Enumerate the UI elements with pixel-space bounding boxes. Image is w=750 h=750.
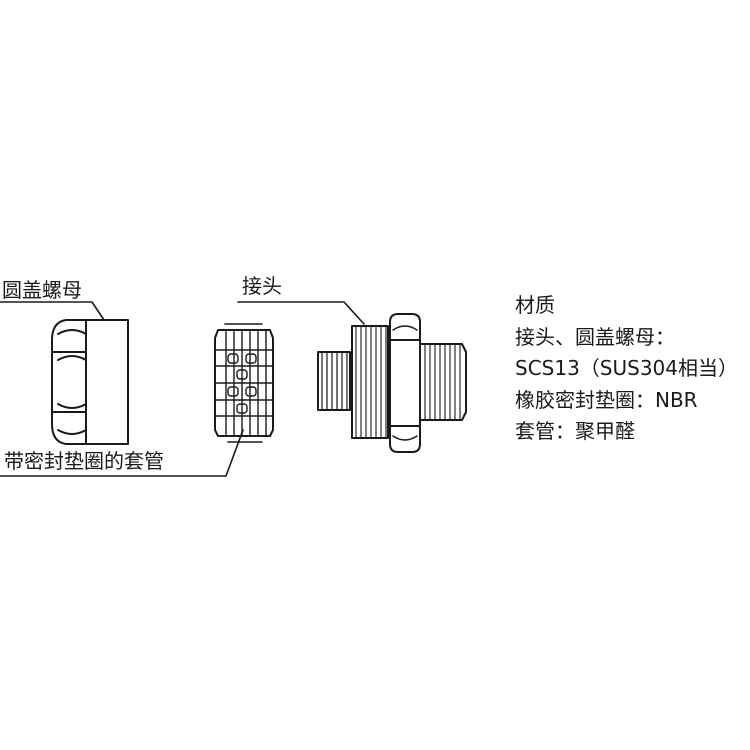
spec-line: SCS13（SUS304相当） (515, 356, 739, 380)
cap-nut-leader (0, 301, 105, 321)
sleeve-with-gasket (214, 323, 274, 443)
spec-line: 接头、圆盖螺母： (515, 324, 675, 349)
spec-line: 套管：聚甲醛 (515, 419, 635, 443)
fitting-leader (237, 301, 365, 325)
spec-title: 材质 (515, 293, 555, 317)
fitting-body (317, 313, 467, 453)
fitting-label: 接头 (242, 274, 282, 298)
spec-line: 橡胶密封垫圈：NBR (515, 387, 698, 412)
sleeve-leader (0, 429, 244, 477)
sleeve-label: 带密封垫圈的套管 (4, 449, 164, 473)
cap-nut-label: 圆盖螺母 (2, 278, 82, 302)
cap-nut (51, 319, 129, 445)
material-spec: 材质 接头、圆盖螺母： SCS13（SUS304相当） 橡胶密封垫圈：NBR 套… (515, 290, 738, 448)
